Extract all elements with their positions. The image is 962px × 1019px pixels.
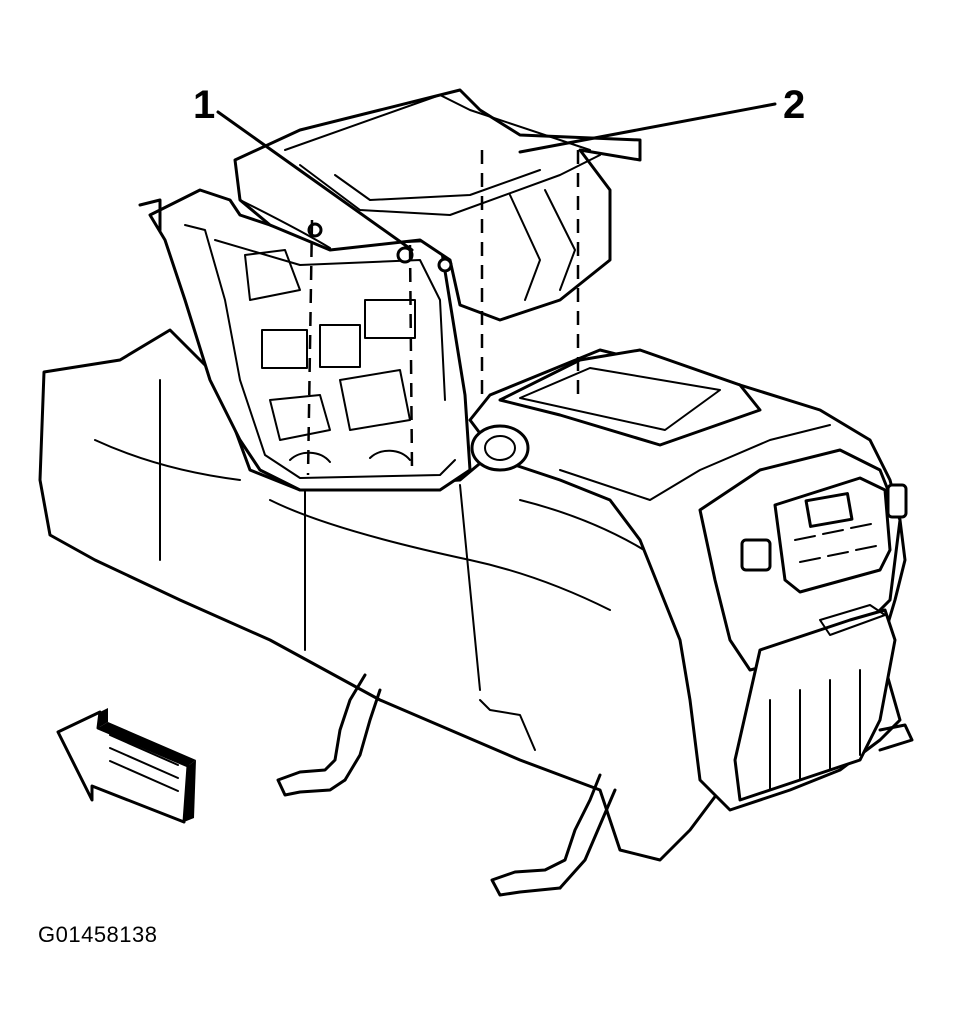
front-direction-arrow-icon [56,708,196,824]
callout-2-leader [518,102,777,154]
mounting-brackets [276,673,914,897]
rear-console [468,348,908,812]
alignment-lines [306,150,580,476]
callout-1-label: 1 [193,83,215,127]
figure-id-label: G01458138 [38,922,158,947]
callout-2-label: 2 [783,83,805,127]
callout-1-leader [216,110,414,252]
